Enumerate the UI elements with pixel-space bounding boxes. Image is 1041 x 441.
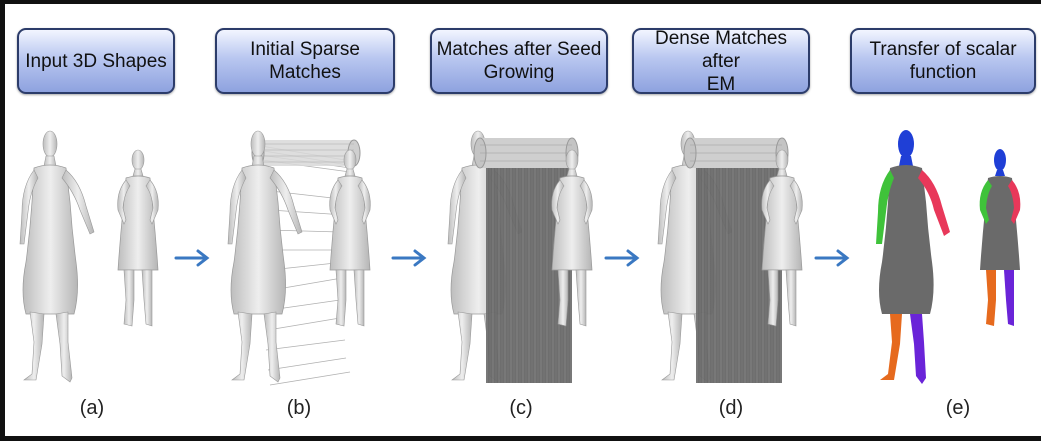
human-figure-icon: [19, 130, 95, 383]
header-seed-growing-text: Matches after Seed Growing: [436, 39, 602, 83]
human-figure-icon: [227, 130, 303, 383]
header-dense-matches-em-text: Dense Matches after EM: [654, 27, 787, 95]
sparse-match-tube: [251, 139, 361, 167]
label-c: (c): [509, 397, 533, 419]
shape-pair-a: [19, 130, 159, 383]
right-arrow-icon: [174, 249, 210, 267]
header-seed-growing: Matches after Seed Growing: [430, 28, 608, 94]
right-arrow-icon: [391, 249, 427, 267]
header-transfer-scalar: Transfer of scalar function: [850, 28, 1036, 94]
header-initial-sparse-matches: Initial Sparse Matches: [215, 28, 395, 94]
shape-pair-b: [227, 130, 371, 386]
header-initial-sparse-matches-text: Initial Sparse Matches: [250, 39, 360, 83]
shape-pair-c: [447, 130, 593, 383]
human-figure-icon: [117, 149, 159, 327]
label-d: (d): [718, 397, 744, 419]
label-b: (b): [286, 397, 312, 419]
shape-pair-d: [657, 130, 803, 383]
shape-pair-e: [876, 130, 1021, 384]
header-transfer-scalar-text: Transfer of scalar function: [869, 39, 1017, 83]
label-a: (a): [79, 397, 105, 419]
header-input-3d-shapes: Input 3D Shapes: [17, 28, 175, 94]
header-input-3d-shapes-text: Input 3D Shapes: [25, 50, 167, 72]
colored-figure-tall: [876, 130, 950, 384]
header-dense-matches-em: Dense Matches after EM: [632, 27, 810, 95]
right-arrow-icon: [604, 249, 640, 267]
colored-figure-short: [979, 149, 1021, 326]
label-e: (e): [945, 397, 971, 419]
human-figure-icon: [329, 149, 371, 327]
right-arrow-icon: [814, 249, 850, 267]
